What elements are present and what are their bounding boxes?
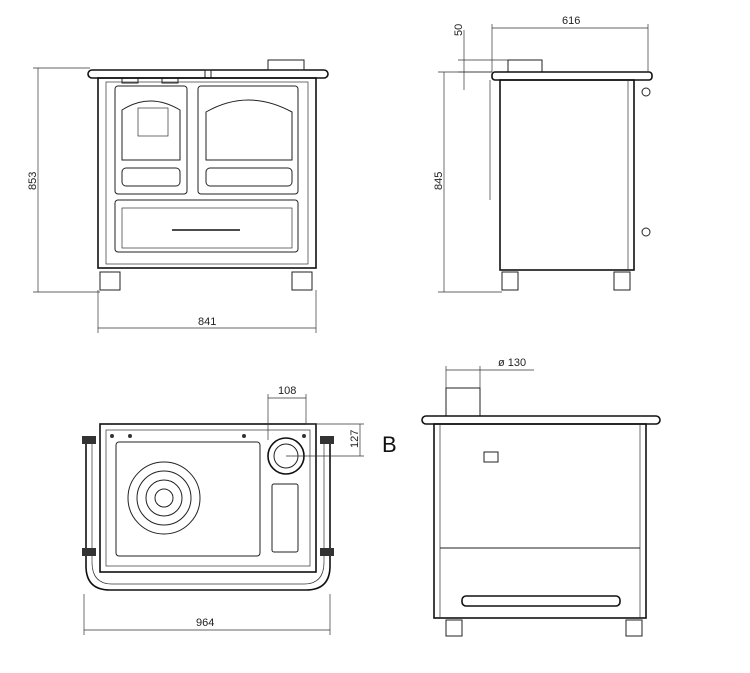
front-top-plate bbox=[87, 69, 329, 79]
rear-plate-label bbox=[483, 451, 499, 463]
top-rail-bracket-br bbox=[320, 548, 334, 556]
front-ash-grille-left bbox=[121, 167, 181, 187]
front-drawer bbox=[114, 199, 299, 253]
rear-foot-right bbox=[625, 619, 643, 637]
rear-diameter-label: ø 130 bbox=[498, 357, 526, 369]
side-height-label: 845 bbox=[433, 172, 445, 190]
front-firebox-window bbox=[121, 100, 181, 161]
side-depth-label: 616 bbox=[562, 15, 580, 27]
top-towel-rail bbox=[85, 440, 331, 591]
rear-flue-pipe bbox=[445, 387, 481, 417]
top-side-compartment bbox=[271, 483, 299, 553]
top-ring-3 bbox=[145, 479, 183, 517]
front-foot-right bbox=[291, 271, 313, 291]
front-firebox-glass bbox=[137, 107, 169, 137]
side-foot-front bbox=[501, 271, 519, 291]
top-view: 108 127 964 bbox=[82, 385, 364, 635]
front-drawer-inner bbox=[121, 207, 293, 249]
top-bolt-4 bbox=[302, 434, 306, 438]
front-firebox-door bbox=[114, 85, 188, 195]
front-height-label: 853 bbox=[27, 172, 39, 190]
rear-foot-left bbox=[445, 619, 463, 637]
side-view: 616 50 845 bbox=[433, 15, 653, 293]
top-rail-bracket-tr bbox=[320, 436, 334, 444]
top-bolt-1 bbox=[110, 434, 114, 438]
top-ring-4 bbox=[154, 488, 174, 508]
side-knob-top bbox=[641, 87, 651, 97]
front-oven-window bbox=[205, 99, 293, 161]
front-foot-left bbox=[99, 271, 121, 291]
top-flue-x-label: 108 bbox=[278, 385, 296, 397]
front-flue-collar bbox=[267, 59, 305, 71]
top-plate-inner bbox=[105, 429, 311, 567]
rear-top-plate bbox=[421, 415, 661, 425]
top-ring-1 bbox=[127, 461, 201, 535]
top-plate bbox=[99, 423, 317, 573]
top-rail-bracket-bl bbox=[82, 548, 96, 556]
rear-view-marker: B bbox=[382, 432, 397, 457]
front-top-knob-right bbox=[204, 69, 212, 79]
side-flue-collar bbox=[507, 59, 543, 73]
front-view: 853 841 bbox=[27, 59, 329, 333]
side-foot-rear bbox=[613, 271, 631, 291]
top-towel-rail-inner bbox=[91, 440, 325, 585]
top-flue-y-label: 127 bbox=[349, 430, 361, 448]
top-hob bbox=[115, 441, 261, 557]
rear-view: B ø 130 bbox=[382, 357, 661, 637]
front-width-label: 841 bbox=[198, 316, 216, 328]
top-rail-bracket-tl bbox=[82, 436, 96, 444]
top-bolt-2 bbox=[128, 434, 132, 438]
side-knob-bottom bbox=[641, 227, 651, 237]
rear-drawer-slot bbox=[461, 595, 621, 607]
front-body bbox=[97, 77, 317, 269]
front-ash-grille-right bbox=[205, 167, 293, 187]
front-body-inner bbox=[105, 81, 309, 265]
top-ring-2 bbox=[136, 470, 192, 526]
top-width-label: 964 bbox=[196, 617, 214, 629]
side-body bbox=[499, 79, 635, 271]
side-top-plate bbox=[491, 71, 653, 81]
front-oven-door bbox=[197, 85, 299, 195]
side-offset-label: 50 bbox=[453, 24, 465, 36]
rear-body bbox=[433, 423, 647, 619]
top-bolt-3 bbox=[242, 434, 246, 438]
